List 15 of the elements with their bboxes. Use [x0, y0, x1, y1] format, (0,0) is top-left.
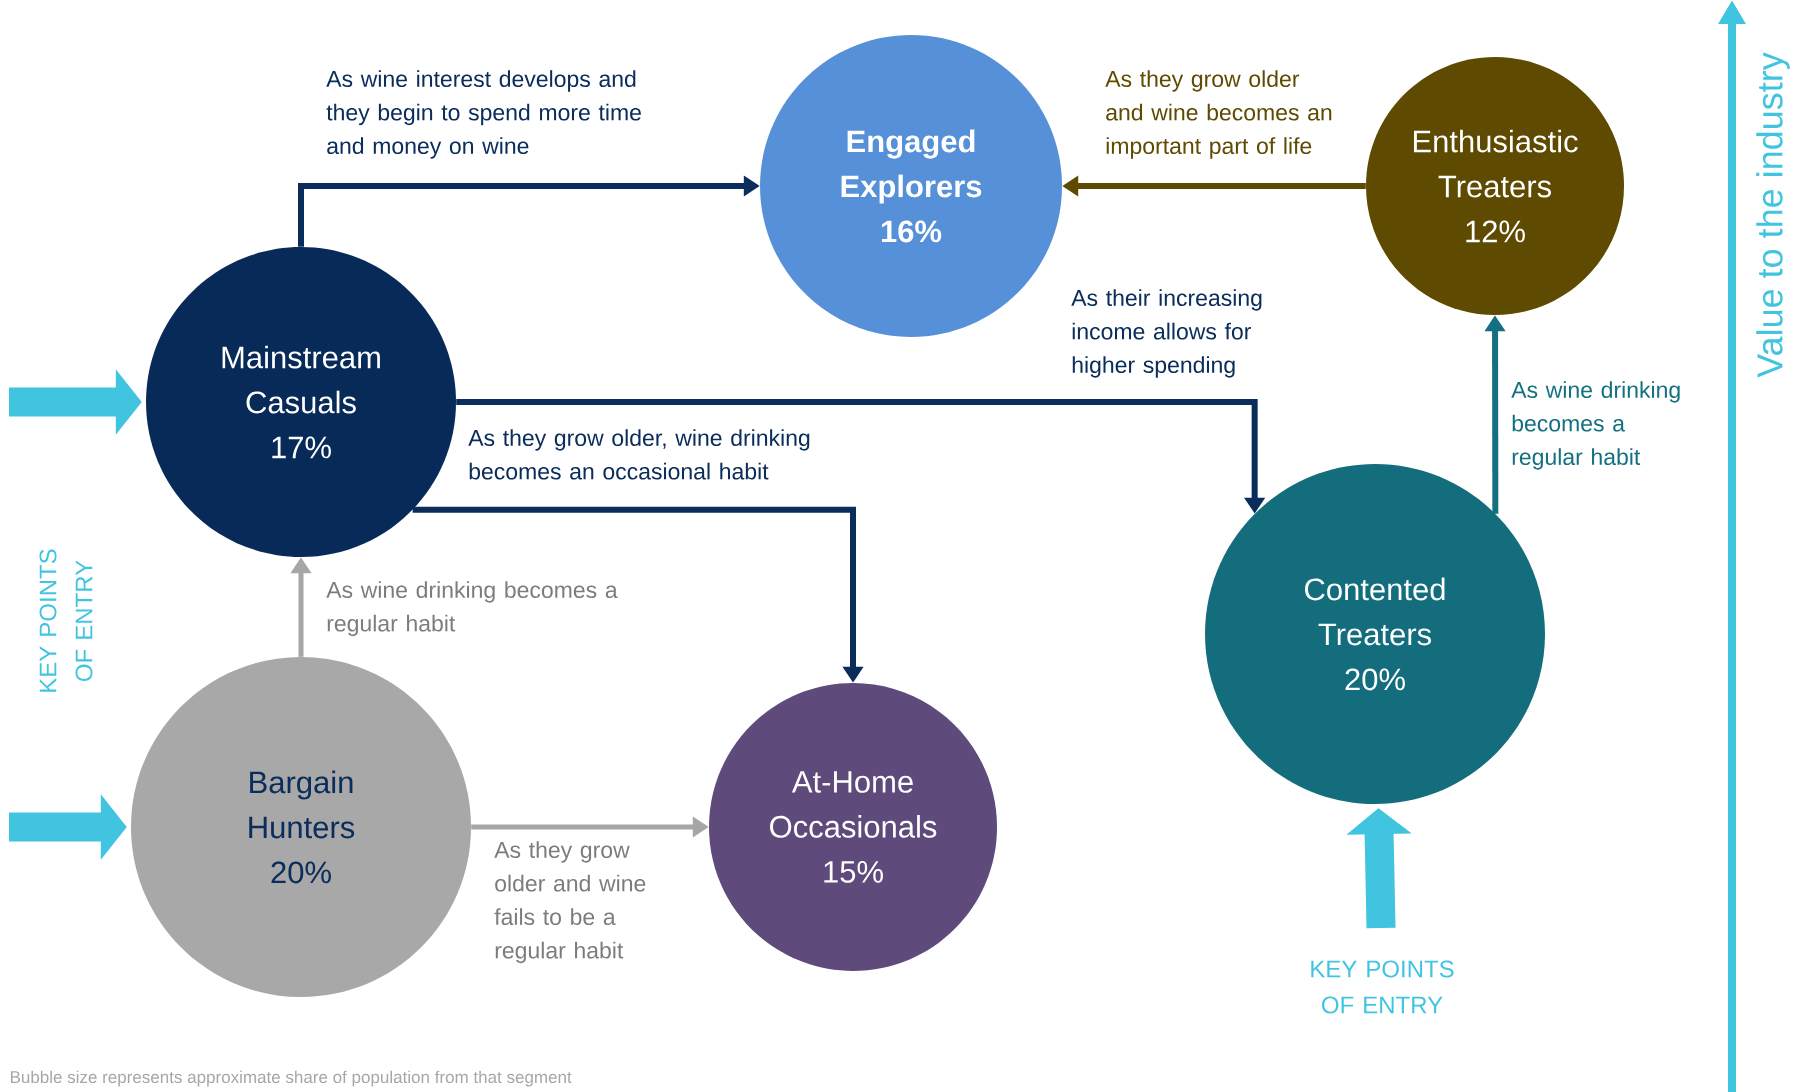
axis-label: Value to the industry — [1756, 52, 1790, 378]
segment-bubble: Mainstream Casuals 17% — [146, 247, 456, 557]
edge-label: As their increasing income allows for higher spending — [1071, 289, 1262, 378]
edge-label: As they grow older, wine drinking becomes an occasional habit — [468, 429, 810, 480]
segment-bubble: At-Home Occasionals 15% — [709, 683, 997, 971]
footnote: Bubble size represents approximate share of population from that segment — [10, 1070, 572, 1087]
edge-label: As they grow older and wine fails to be a regular habit — [494, 841, 646, 964]
edge-label: As wine drinking becomes a regular habit — [326, 581, 618, 637]
segment-bubble: Engaged Explorers 16% — [760, 35, 1062, 337]
edge-label: As wine interest develops and they begin to spend more time and money on wine — [326, 70, 641, 159]
segment-bubble: Enthusiastic Treaters 12% — [1366, 57, 1624, 315]
side-label: KEY POINTS OF ENTRY — [39, 549, 93, 692]
edge-label: As they grow older and wine becomes an important part of life — [1105, 70, 1332, 159]
segment-bubble: Bargain Hunters 20% — [131, 657, 471, 997]
side-label: KEY POINTS OF ENTRY — [1311, 960, 1454, 1014]
